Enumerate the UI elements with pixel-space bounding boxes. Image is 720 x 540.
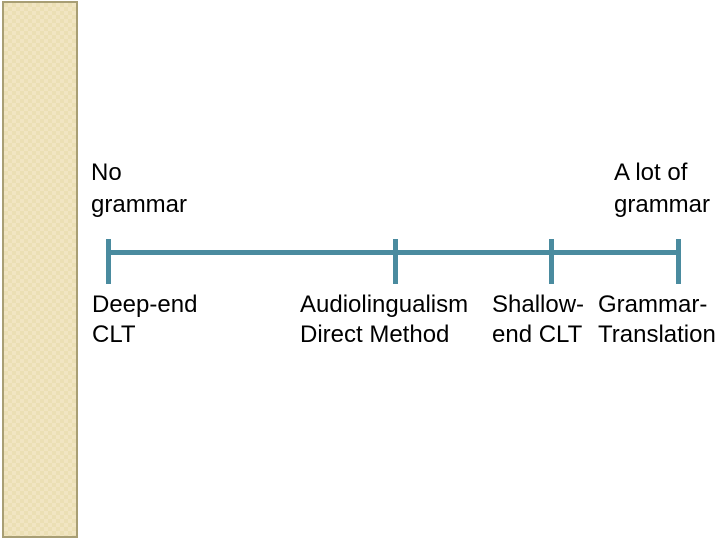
slide-accent-bar <box>2 1 78 538</box>
tick-mark-grammar-translation <box>676 239 681 284</box>
scale-point-label-shallow-end-clt: Shallow- end CLT <box>492 291 585 348</box>
scale-right-end-label: A lot of grammar <box>614 159 711 218</box>
tick-mark-shallow-end-clt <box>549 239 554 284</box>
tick-mark-deep-end-clt <box>106 239 111 284</box>
scale-point-label-grammar-translation: Grammar- Translation <box>598 291 716 348</box>
tick-mark-audiolingualism <box>393 239 398 284</box>
scale-point-label-deep-end-clt: Deep-end CLT <box>92 291 198 348</box>
scale-left-end-label: No grammar <box>91 159 188 218</box>
scale-point-label-audiolingualism-direct-method: Audiolingualism Direct Method <box>300 291 469 348</box>
